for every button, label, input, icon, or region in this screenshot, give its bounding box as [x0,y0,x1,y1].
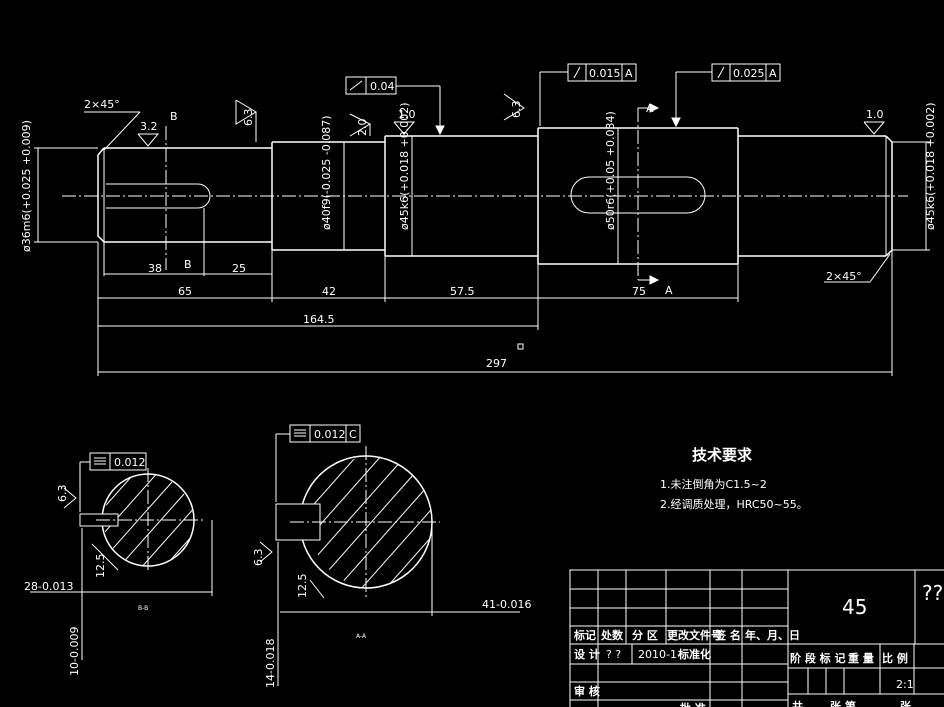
notes-title: 技术要求 [692,446,753,464]
diameter-dims [34,128,930,264]
roughness-6-3c: 6.3 [56,485,69,503]
roughness-6-3d: 6.3 [252,549,265,567]
drawing-name: ?? [922,581,943,605]
tb-h-doc: 更改文件号 [667,628,722,642]
dim-d3: ø45k6(+0.018 +0.002) [398,102,411,230]
dim-57-5: 57.5 [450,285,475,298]
tb-total-label: 共 [792,699,803,707]
roughness-12-5a: 12.5 [94,554,107,579]
section-b-b [30,452,213,660]
tol-f4: 0.012 [114,456,146,469]
dim-d4: ø50r6(+0.05 +0.034) [604,111,617,230]
label-b-bottom: B [184,258,192,271]
tb-h-count: 处数 [600,628,624,642]
tb-review-label: 审 核 [574,684,600,698]
tb-sheet-label: 张 第 [830,699,856,707]
dim-65: 65 [178,285,192,298]
tolerance-frame-2 [539,63,637,126]
notes-line-1: 1.未注倒角为C1.5~2 [660,477,767,491]
section-b-width: 28-0.013 [24,580,73,593]
roughness-2-0: 2.0 [356,119,369,137]
section-a-width: 41-0.016 [482,598,531,611]
dim-d5: ø45k6(+0.018 +0.002) [924,102,937,230]
dim-d2: ø40f9(-0.025 -0.087) [320,115,333,230]
label-a-top: A [646,102,654,115]
roughness-1-0b: 1.0 [866,108,884,121]
section-b-name: B-B [138,605,148,612]
length-dims [97,208,893,376]
tb-scale: 2:1 [896,678,914,691]
tol-f3-value: 0.025 [733,67,765,80]
tb-scale-label: 比 例 [882,651,908,665]
dim-38: 38 [148,262,162,275]
chamfer-right: 2×45° [826,270,862,283]
roughness-symbols [137,93,886,147]
tb-h-zone: 分 区 [632,628,658,642]
roughness-6-3a: 6.3 [242,109,255,127]
tol-f2-value: 0.015 [589,67,621,80]
section-a-a [259,424,520,686]
chamfer-left: 2×45° [84,98,120,111]
roughness-6-3b: 6.3 [510,101,523,119]
tb-date: 2010-1- [638,648,681,661]
roughness-3-2: 3.2 [140,120,158,133]
section-a-height: 14-0.018 [264,639,277,688]
section-a-name: A-A [356,633,367,640]
material: 45 [842,595,867,619]
dim-42: 42 [322,285,336,298]
tb-stage-label: 阶 段 标 记 [790,651,846,665]
tol-f1: 0.04 [370,80,395,93]
label-a-bottom: A [665,284,673,297]
tol-f5-ref: C [349,428,357,441]
roughness-1-0a: 1.0 [398,108,416,121]
tb-weight-label: 重 量 [848,651,874,665]
notes-line-2: 2.经调质处理，HRC50~55。 [660,498,808,511]
tolerance-frame-1 [345,76,445,136]
tb-std-label: 标准化 [677,647,711,661]
point-marker [517,343,524,350]
tol-f5-value: 0.012 [314,428,346,441]
tol-f3-ref: A [769,67,777,80]
tolerance-frame-3 [671,63,781,128]
tb-h-sign: 签 名 [714,628,741,642]
tb-h-mark: 标记 [573,628,596,642]
tol-f2-ref: A [625,67,633,80]
dim-25: 25 [232,262,246,275]
tb-design-label: 设 计 [574,647,600,661]
dim-75: 75 [632,285,646,298]
tb-sheet-suffix: 张 [900,699,912,707]
label-b-top: B [170,110,178,123]
section-b-height: 10-0.009 [68,627,81,676]
dim-164-5: 164.5 [303,313,335,326]
tb-h-date: 年、月、日 [745,628,800,642]
dim-297: 297 [486,357,507,370]
roughness-12-5b: 12.5 [296,574,309,599]
title-block [569,569,944,707]
dim-d1: ø36m6(+0.025 +0.009) [20,120,33,252]
tb-approve-label: 批 准 [680,701,706,707]
tb-designer: ? ? [606,648,621,661]
